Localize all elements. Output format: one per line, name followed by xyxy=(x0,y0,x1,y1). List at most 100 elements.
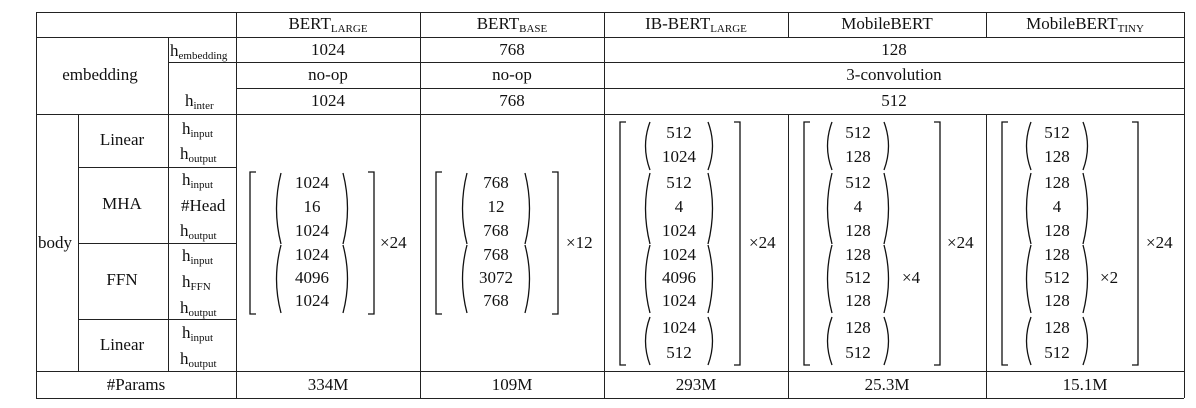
bert-base-layers: ×12 xyxy=(566,233,593,252)
mobile-layers: ×24 xyxy=(947,233,974,252)
bert-large-mha-paren-left xyxy=(275,172,282,245)
ib-layers: ×24 xyxy=(749,233,776,252)
group-linear-in: Linear xyxy=(99,130,145,149)
rule-top xyxy=(36,12,1184,13)
mobile-h-embedding: 128 xyxy=(881,40,907,59)
tiny-ffn-2: 128 xyxy=(1044,291,1070,310)
ib-linear-in-paren-left xyxy=(644,121,651,171)
bert-base-mha-0: 768 xyxy=(483,173,509,192)
mobile-linear-out-1: 512 xyxy=(845,343,871,362)
bert-large-bracket-left xyxy=(249,171,256,315)
ib-mha-paren-right xyxy=(707,172,714,245)
vrule-d xyxy=(604,12,605,398)
rule-embed-1 xyxy=(168,62,1184,63)
rule-mha-ffn xyxy=(78,243,236,244)
bert-large-mha-2: 1024 xyxy=(295,221,329,240)
tiny-layers: ×24 xyxy=(1146,233,1173,252)
tiny-linear-out-paren-right xyxy=(1082,316,1089,366)
ib-linear-in-1: 1024 xyxy=(662,147,696,166)
mobile-linear-in-paren-right xyxy=(883,121,890,171)
linear-in-h-output: houtput xyxy=(180,144,217,165)
bert-base-bracket-left xyxy=(435,171,442,315)
bert-base-h-inter: 768 xyxy=(499,91,525,110)
embedding-label: embedding xyxy=(62,65,138,84)
bert-base-op: no-op xyxy=(492,65,532,84)
tiny-linear-in-1: 128 xyxy=(1044,147,1070,166)
mha-h-input: hinput xyxy=(182,170,214,191)
bert-large-ffn-2: 1024 xyxy=(295,291,329,310)
vrule-b xyxy=(236,12,237,398)
tiny-ffn-paren-left xyxy=(1025,244,1032,314)
mobile-h-inter: 512 xyxy=(881,91,907,110)
mobile-bracket-right xyxy=(934,121,941,366)
linear-out-h-output: houtput xyxy=(180,349,217,370)
mobile-op: 3-convolution xyxy=(846,65,942,84)
ib-ffn-paren-left xyxy=(644,244,651,314)
rule-embed-body xyxy=(36,114,1184,115)
ib-bracket-left xyxy=(619,121,626,366)
mobile-ffn-0: 128 xyxy=(845,245,871,264)
tiny-linear-out-paren-left xyxy=(1025,316,1032,366)
body-label: body xyxy=(38,233,72,252)
mobile-ffn-1: 512 xyxy=(845,268,871,287)
rule-header xyxy=(36,37,1184,38)
ib-bert-large-params: 293M xyxy=(675,375,717,394)
ib-mha-paren-left xyxy=(644,172,651,245)
bert-base-ffn-2: 768 xyxy=(483,291,509,310)
rule-body-params xyxy=(36,371,1184,372)
bert-base-ffn-0: 768 xyxy=(483,245,509,264)
ib-linear-out-paren-right xyxy=(707,316,714,366)
ib-linear-in-0: 512 xyxy=(666,123,692,142)
mobile-linear-out-paren-right xyxy=(883,316,890,366)
mobile-linear-in-0: 512 xyxy=(845,123,871,142)
linear-out-h-input: hinput xyxy=(182,323,214,344)
vrule-body-group xyxy=(78,114,79,371)
vrule-a xyxy=(36,12,37,398)
ib-linear-out-paren-left xyxy=(644,316,651,366)
ffn-h-ffn: hFFN xyxy=(182,272,211,293)
mobile-ffn-paren-right xyxy=(883,244,890,314)
mobile-ffn-2: 128 xyxy=(845,291,871,310)
tiny-mha-paren-left xyxy=(1025,172,1032,245)
group-mha: MHA xyxy=(102,194,142,213)
mobilebert-tiny-params: 15.1M xyxy=(1062,375,1108,394)
ib-mha-2: 1024 xyxy=(662,221,696,240)
mha-head: #Head xyxy=(181,196,226,215)
h-embedding-label: hembedding xyxy=(170,41,228,62)
tiny-ffn-1: 512 xyxy=(1044,268,1070,287)
tiny-bracket-left xyxy=(1001,121,1008,366)
h-inter-label: hinter xyxy=(185,91,214,112)
bert-large-bracket-right xyxy=(368,171,375,315)
bert-large-mha-paren-right xyxy=(342,172,349,245)
vrule-e2 xyxy=(788,114,789,398)
vrule-f2 xyxy=(986,114,987,398)
rule-linear-mha xyxy=(78,167,236,168)
tiny-linear-out-1: 512 xyxy=(1044,343,1070,362)
mobile-linear-in-paren-left xyxy=(826,121,833,171)
bert-large-ffn-1: 4096 xyxy=(295,268,329,287)
tiny-mha-0: 128 xyxy=(1044,173,1070,192)
tiny-bracket-right xyxy=(1132,121,1139,366)
bert-base-bracket-right xyxy=(552,171,559,315)
bert-base-h-embedding: 768 xyxy=(499,40,525,59)
bert-large-ffn-paren-left xyxy=(275,244,282,314)
bert-large-h-inter: 1024 xyxy=(311,91,345,110)
ib-linear-out-0: 1024 xyxy=(662,318,696,337)
mobile-mha-paren-right xyxy=(883,172,890,245)
mobile-mha-0: 512 xyxy=(845,173,871,192)
bert-base-mha-2: 768 xyxy=(483,221,509,240)
bert-base-params: 109M xyxy=(491,375,533,394)
header-mobilebert: MobileBERT xyxy=(841,14,933,33)
mobile-linear-out-paren-left xyxy=(826,316,833,366)
header-bert-base: BERTBASE xyxy=(476,14,548,35)
ib-mha-0: 512 xyxy=(666,173,692,192)
mobile-mha-1: 4 xyxy=(853,197,863,216)
mobilebert-params: 25.3M xyxy=(864,375,910,394)
params-label: #Params xyxy=(106,375,166,394)
ib-linear-out-1: 512 xyxy=(666,343,692,362)
tiny-linear-in-paren-left xyxy=(1025,121,1032,171)
bert-large-h-embedding: 1024 xyxy=(311,40,345,59)
header-bert-large: BERTLARGE xyxy=(288,14,368,35)
rule-ffn-linear xyxy=(78,319,236,320)
